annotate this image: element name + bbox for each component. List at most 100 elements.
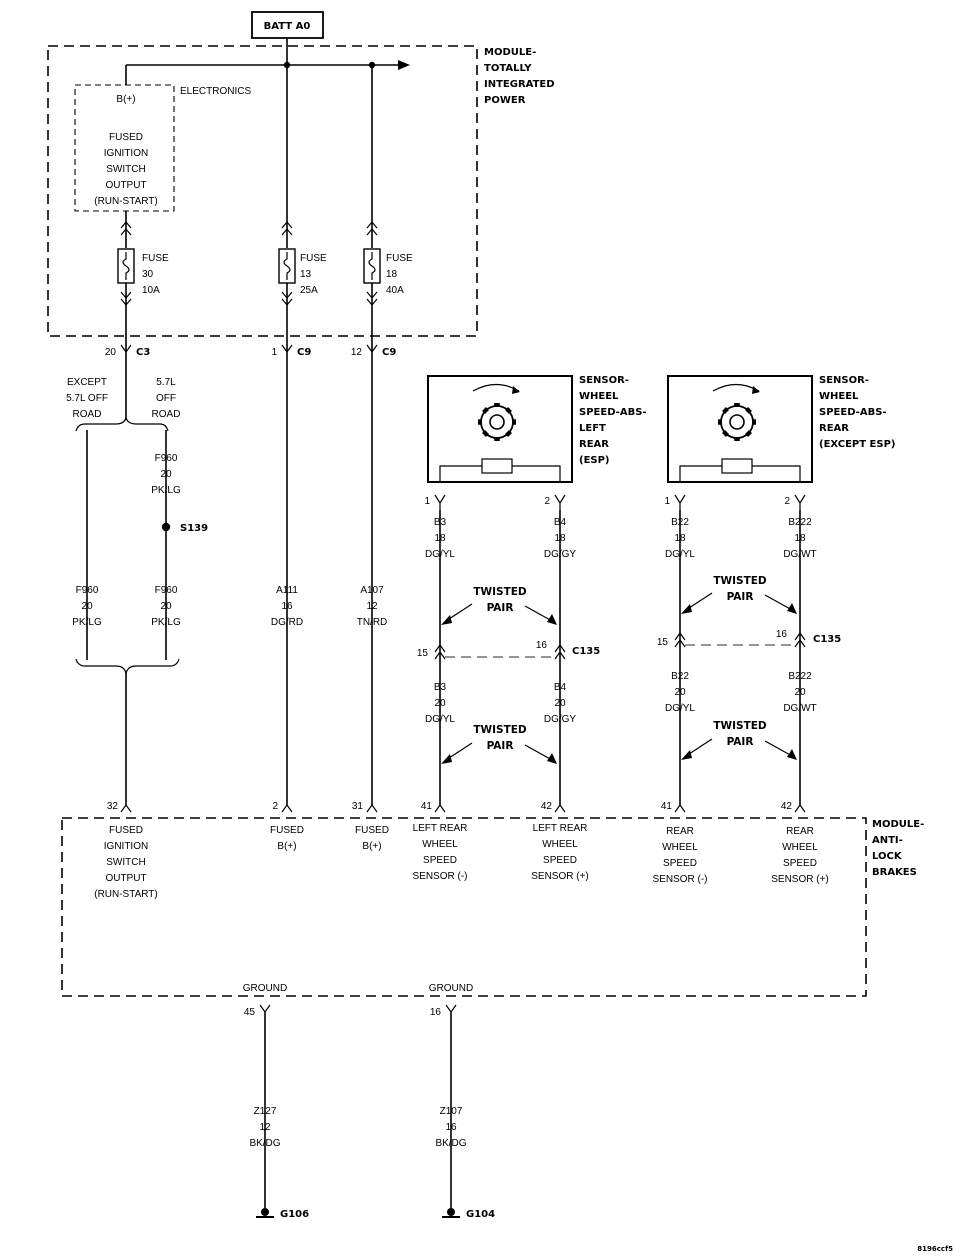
bus-arrow-icon <box>398 60 410 70</box>
abs-title-3: LOCK <box>872 851 903 862</box>
splice-s139-dot <box>161 522 171 532</box>
b4-top-3: DG/GY <box>544 549 577 560</box>
f960-right-1: F960 <box>155 585 178 596</box>
figure-code: 8196ccf5 <box>917 1245 953 1253</box>
abs-label-41b-4: SENSOR (-) <box>653 874 708 885</box>
a107-l3: TN/RD <box>357 617 388 628</box>
b22-top-3: DG/YL <box>665 549 695 560</box>
c135-left-pin16: 16 <box>536 640 548 651</box>
tipm-module: MODULE- TOTALLY INTEGRATED POWER B(+) EL… <box>47 45 555 360</box>
sl-title-1: SENSOR- <box>579 375 629 386</box>
sl-title-2: WHEEL <box>579 391 619 402</box>
c135-left-name: C135 <box>572 646 600 657</box>
abs-label-32-2: IGNITION <box>104 841 148 852</box>
tipm-boundary <box>47 45 478 337</box>
gear-icon <box>712 383 760 441</box>
abs-pin-42b: 42 <box>781 801 793 812</box>
abs-ground-label-2: GROUND <box>429 983 473 994</box>
z127-l1: Z127 <box>254 1106 277 1117</box>
connector-c3: 20 C3 <box>105 344 150 358</box>
split-right-1: 5.7L <box>156 377 176 388</box>
abs-ground-label-1: GROUND <box>243 983 287 994</box>
tp3-l2: PAIR <box>727 591 754 603</box>
c9a-pin: 1 <box>271 347 277 358</box>
sr-title-5: (EXCEPT ESP) <box>819 439 896 450</box>
electronics-output-4: OUTPUT <box>105 180 146 191</box>
b222-bot-2: 20 <box>794 687 806 698</box>
b3-top-1: B3 <box>434 517 447 528</box>
abs-label-32-5: (RUN-START) <box>94 889 158 900</box>
electronics-label: ELECTRONICS <box>180 86 251 97</box>
electronics-box <box>74 84 175 212</box>
split-left-3: ROAD <box>73 409 102 420</box>
sr-pin2: 2 <box>784 496 790 507</box>
z107-l3: BK/DG <box>435 1138 466 1149</box>
abs-label-42a-2: WHEEL <box>542 839 578 850</box>
f960-left-1: F960 <box>76 585 99 596</box>
wire-a111: A111 16 DG/RD <box>271 360 303 813</box>
z127-l3: BK/DG <box>249 1138 280 1149</box>
abs-label-41b-3: SPEED <box>663 858 697 869</box>
b4-bot-1: B4 <box>554 682 567 693</box>
fuse-30: FUSE 30 10A <box>117 211 169 360</box>
sr-pin1: 1 <box>664 496 670 507</box>
abs-label-31-1: FUSED <box>355 825 389 836</box>
connector-c9-1: 1 C9 <box>271 344 311 358</box>
gear-icon <box>472 383 520 441</box>
electronics-output-2: IGNITION <box>104 148 148 159</box>
c135-left-pin15: 15 <box>417 648 429 659</box>
abs-module: MODULE- ANTI- LOCK BRAKES 32 2 31 41 42 … <box>61 801 924 997</box>
fuse-30-l1: FUSE <box>142 253 169 264</box>
c135-right-pin15: 15 <box>657 637 669 648</box>
abs-pin-32: 32 <box>107 801 119 812</box>
split-right-2: OFF <box>156 393 176 404</box>
abs-label-42a-3: SPEED <box>543 855 577 866</box>
fuse-18-l1: FUSE <box>386 253 413 264</box>
fuse-30-l3: 10A <box>142 285 160 296</box>
tipm-title-2: TOTALLY <box>484 63 532 74</box>
b4-top-2: 18 <box>554 533 566 544</box>
abs-label-41a-2: WHEEL <box>422 839 458 850</box>
tp1-l1: TWISTED <box>473 586 527 598</box>
b3-bot-1: B3 <box>434 682 447 693</box>
b4-bot-2: 20 <box>554 698 566 709</box>
tp2-l1: TWISTED <box>473 724 527 736</box>
abs-label-42b-2: WHEEL <box>782 842 818 853</box>
abs-pin-41b: 41 <box>661 801 673 812</box>
b22-top-1: B22 <box>671 517 689 528</box>
abs-label-32-3: SWITCH <box>106 857 145 868</box>
sl-title-3: SPEED-ABS- <box>579 407 647 418</box>
f960-left-2: 20 <box>81 601 93 612</box>
ground-icon <box>261 1208 269 1216</box>
abs-pin-31: 31 <box>352 801 364 812</box>
abs-label-2-2: B(+) <box>277 841 296 852</box>
fuse-18-l2: 18 <box>386 269 398 280</box>
tp2-l2: PAIR <box>487 740 514 752</box>
sl-title-4: LEFT <box>579 423 606 434</box>
b22-top-2: 18 <box>674 533 686 544</box>
abs-label-2-1: FUSED <box>270 825 304 836</box>
abs-ground-pin-16: 16 <box>430 1007 442 1018</box>
abs-boundary <box>61 817 867 997</box>
tp4-l2: PAIR <box>727 736 754 748</box>
b222-bot-3: DG/WT <box>783 703 816 714</box>
sl-title-6: (ESP) <box>579 455 610 466</box>
sl-pin1: 1 <box>424 496 430 507</box>
fuse-13-l3: 25A <box>300 285 318 296</box>
fuse-13-l1: FUSE <box>300 253 327 264</box>
f960-left-3: PK/LG <box>72 617 102 628</box>
a111-l2: 16 <box>281 601 293 612</box>
batt-a0-label: BATT A0 <box>264 21 311 32</box>
z127-l2: 12 <box>259 1122 271 1133</box>
c3-pin: 20 <box>105 347 117 358</box>
abs-label-41b-1: REAR <box>666 826 694 837</box>
z107-l2: 16 <box>445 1122 457 1133</box>
b222-top-1: B222 <box>788 517 812 528</box>
tp3-l1: TWISTED <box>713 575 767 587</box>
abs-label-41a-4: SENSOR (-) <box>413 871 468 882</box>
abs-pin-2: 2 <box>272 801 278 812</box>
f960-top-1: F960 <box>155 453 178 464</box>
abs-ground-pin-45: 45 <box>244 1007 256 1018</box>
c3-name: C3 <box>136 347 150 358</box>
option-merge-bracket <box>75 658 180 676</box>
